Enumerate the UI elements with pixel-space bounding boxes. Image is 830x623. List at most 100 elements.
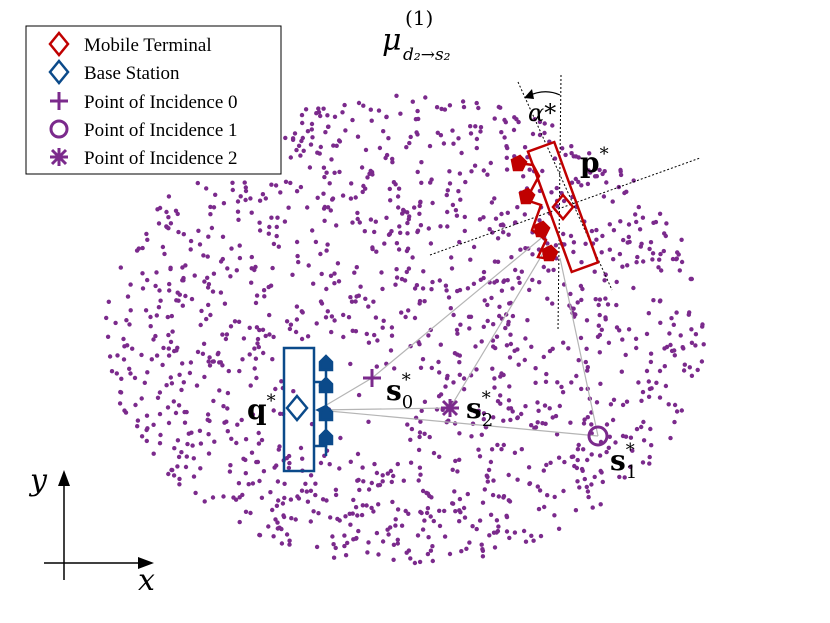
scatter-point (412, 205, 417, 210)
scatter-point (607, 247, 612, 252)
scatter-point (355, 216, 360, 222)
scatter-point (388, 525, 393, 530)
scatter-point (504, 529, 510, 534)
scatter-point (322, 204, 327, 210)
scatter-point (148, 324, 153, 329)
base-antenna-element-4 (318, 428, 334, 446)
scatter-point (644, 368, 650, 374)
scatter-point (366, 340, 372, 345)
scatter-point (540, 168, 545, 174)
scatter-point (209, 225, 215, 231)
scatter-point (157, 390, 163, 395)
path-base-to-s1 (317, 409, 599, 437)
scatter-point (409, 426, 415, 432)
scatter-point (380, 473, 385, 478)
title-superscript: (1) (405, 6, 433, 30)
scatter-point (419, 160, 424, 165)
scatter-point (169, 467, 174, 473)
scatter-point (428, 514, 433, 519)
scatter-point (541, 354, 546, 360)
scatter-point (551, 267, 556, 273)
scatter-point (658, 251, 663, 257)
scatter-point (250, 412, 256, 417)
scatter-point (331, 542, 336, 547)
scatter-points (104, 93, 706, 566)
scatter-point (360, 465, 365, 470)
incidence-point-1 (587, 425, 609, 447)
scatter-point (183, 293, 188, 299)
scatter-point (589, 422, 594, 427)
scatter-point (160, 362, 165, 368)
scatter-point (515, 347, 520, 352)
mobile-antenna-element-3 (533, 220, 551, 238)
scatter-point (408, 134, 413, 140)
scatter-point (406, 548, 412, 553)
scatter-point (395, 507, 401, 512)
scatter-point (121, 357, 127, 362)
scatter-point (182, 420, 188, 425)
scatter-point (308, 473, 314, 478)
scatter-point (619, 369, 624, 374)
scatter-point (256, 441, 262, 446)
scatter-point (331, 143, 336, 148)
scatter-point (457, 372, 462, 377)
scatter-point (505, 210, 510, 215)
mobile-diamond-icon (551, 193, 575, 221)
scatter-point (335, 261, 341, 266)
scatter-point (481, 324, 486, 329)
scatter-point (623, 352, 628, 358)
scatter-point (195, 180, 200, 186)
scatter-point (468, 257, 473, 262)
scatter-point (636, 204, 641, 210)
scatter-point (211, 205, 217, 210)
scatter-point (617, 474, 622, 480)
scatter-point (611, 397, 617, 402)
scatter-point (286, 205, 291, 210)
scatter-point (523, 539, 529, 544)
scatter-point (492, 259, 498, 264)
scatter-point (611, 257, 616, 262)
scatter-point (434, 105, 440, 110)
scatter-point (584, 484, 589, 490)
scatter-point (603, 296, 608, 301)
scatter-point (237, 519, 242, 525)
scatter-point (235, 209, 241, 214)
scatter-point (545, 296, 550, 301)
scatter-point (236, 217, 241, 222)
scatter-point (373, 315, 379, 320)
scatter-point (492, 545, 498, 550)
scatter-point (117, 401, 123, 406)
scatter-point (376, 552, 381, 557)
scatter-point (300, 456, 305, 461)
scatter-point (480, 547, 485, 552)
scatter-point (624, 399, 630, 404)
legend-item-mobile-terminal: Mobile Terminal (84, 35, 212, 56)
scatter-point (293, 329, 299, 335)
scatter-point (266, 524, 271, 529)
scatter-point (288, 155, 293, 160)
scatter-point (587, 151, 592, 156)
scatter-point (637, 227, 643, 232)
scatter-point (427, 143, 433, 149)
scatter-point (541, 264, 546, 270)
scatter-point (606, 445, 611, 450)
scatter-point (672, 402, 678, 408)
scatter-point (206, 302, 211, 308)
scatter-point (224, 419, 229, 424)
scatter-point (254, 325, 260, 330)
scatter-point (453, 208, 459, 213)
scatter-point (182, 409, 187, 415)
scatter-point (443, 384, 448, 389)
scatter-point (521, 174, 526, 179)
scatter-point (221, 404, 226, 409)
scatter-point (124, 318, 129, 323)
scatter-point (324, 498, 329, 503)
scatter-point (328, 208, 333, 213)
scatter-point (437, 370, 442, 375)
scatter-point (154, 353, 160, 358)
scatter-point (650, 251, 656, 256)
scatter-point (542, 403, 548, 408)
scatter-point (388, 198, 393, 203)
scatter-point (614, 279, 619, 285)
scatter-point (187, 370, 193, 376)
